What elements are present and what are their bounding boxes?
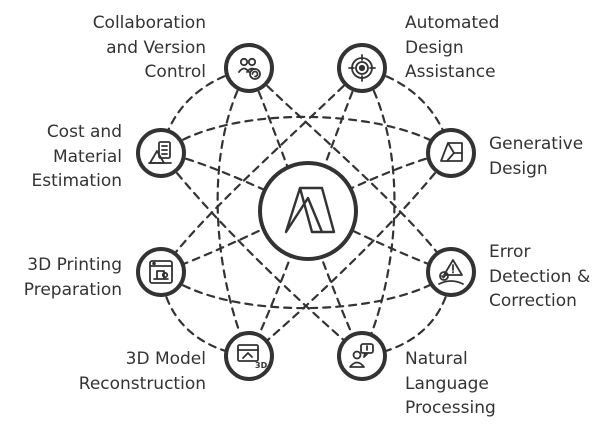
connector-line [159,115,453,155]
label-error-detection: Error Detection & Correction [489,242,591,311]
svg-text:3D: 3D [255,361,268,370]
autodesk-a-logo-icon [284,186,336,234]
label-3d-model: 3D Model Reconstruction [78,349,206,394]
warning-check-icon [438,259,464,285]
printer-icon [149,260,173,284]
node-generative-design [426,128,476,178]
generative-shape-icon [440,142,463,162]
people-sync-icon [238,57,261,80]
node-collaboration [224,43,274,93]
node-error-detection [426,247,476,297]
label-automated-design: Automated Design Assistance [405,13,500,82]
label-cost-material: Cost and Material Estimation [31,122,122,191]
model-3d-icon: 3D [237,344,268,370]
hub-node [258,161,358,261]
node-3d-model: 3D [224,331,274,381]
target-icon [348,54,376,82]
connector-line [247,66,453,274]
connector-line [159,270,453,310]
connector-line [360,66,396,358]
connector-line [247,151,453,358]
label-natural-language: Natural Language Processing [405,349,496,418]
node-cost-material [136,128,186,178]
node-3d-printing [136,247,186,297]
node-natural-language [337,331,387,381]
chat-person-icon [349,343,374,368]
label-generative-design: Generative Design [489,134,584,179]
label-collaboration: Collaboration and Version Control [92,13,206,82]
node-automated-design [337,43,387,93]
calculator-icon [148,141,172,164]
label-3d-printing: 3D Printing Preparation [23,255,122,300]
connector-line [216,66,251,358]
connector-line [159,66,364,274]
